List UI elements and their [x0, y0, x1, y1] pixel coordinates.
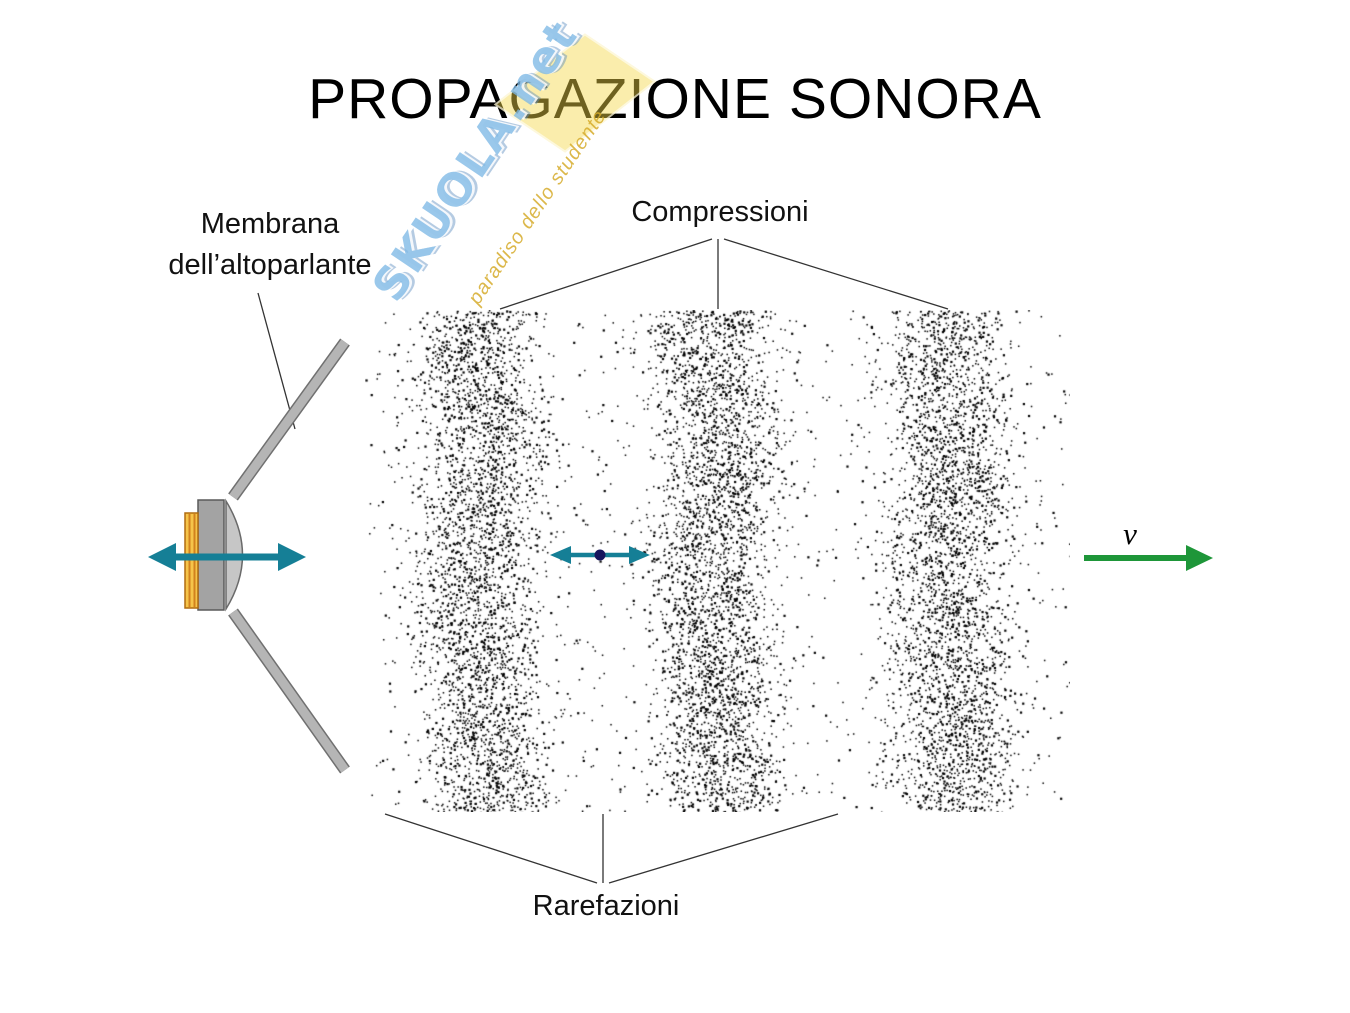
rarefaction-pointer-left: [384, 813, 598, 884]
particle-marker: [594, 549, 606, 561]
particle-oscillation-arrow: [550, 546, 650, 564]
particle-arrow-head-right: [629, 546, 650, 564]
particle-arrow-head-left: [550, 546, 571, 564]
membrane-label-line2: dell’altoparlante: [168, 249, 372, 281]
speaker-cone-lower: [229, 609, 349, 773]
compression-pointer-left: [499, 238, 713, 310]
speaker-cone-upper: [229, 339, 349, 500]
pointer-lines: [257, 238, 949, 884]
speaker-arrow-head-left: [148, 543, 176, 571]
velocity-label: v: [1123, 516, 1137, 551]
membrane-pointer-line: [257, 292, 296, 430]
rarefactions-label: Rarefazioni: [532, 890, 680, 922]
compressions-label: Compressioni: [631, 196, 809, 228]
velocity-arrow: [1084, 545, 1213, 571]
membrane-label-line1: Membrana: [200, 208, 340, 240]
compression-pointer-right: [723, 238, 949, 310]
page-title: PROPAGAZIONE SONORA: [308, 67, 1042, 131]
speaker-arrow-head-right: [278, 543, 306, 571]
particle-field: [365, 310, 1070, 812]
rarefaction-pointer-right: [608, 813, 839, 884]
speaker-oscillation-arrow: [148, 543, 306, 571]
membrane-label: Membrana dell’altoparlante: [110, 204, 430, 286]
velocity-arrow-head: [1186, 545, 1213, 571]
